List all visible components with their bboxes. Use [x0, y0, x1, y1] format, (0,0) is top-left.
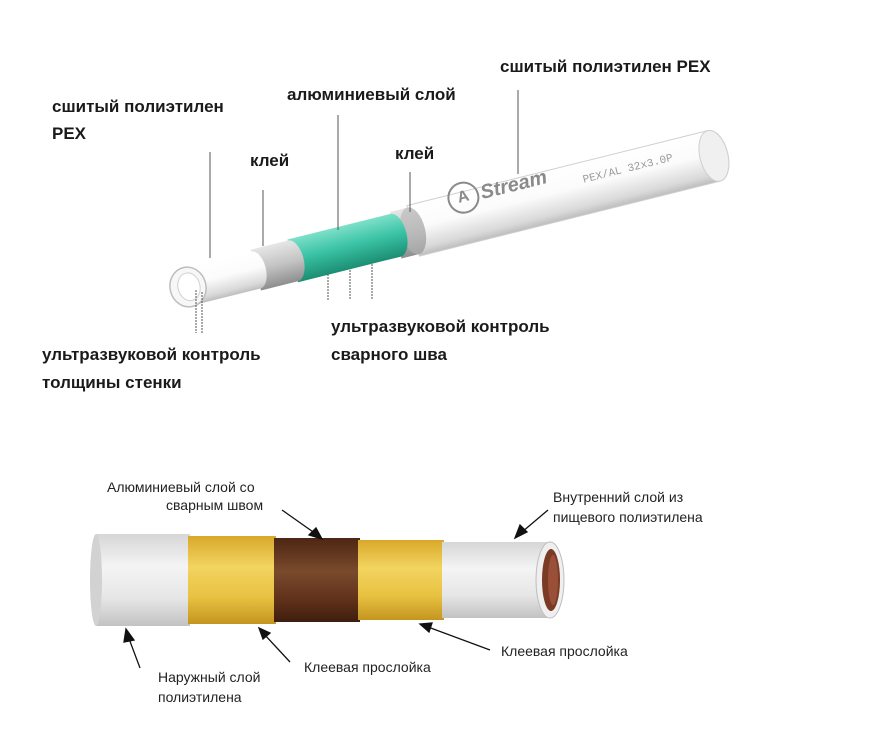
bottom-inner-pe — [442, 542, 550, 618]
bottom-arrows — [123, 509, 549, 669]
label-aluminum-layer: алюминиевый слой — [287, 85, 456, 104]
label-aluminum-weld-line2: сварным швом — [166, 497, 264, 513]
label-ultrasonic-wall-line1: ультразвуковой контроль — [42, 345, 261, 364]
bottom-aluminum-layer — [274, 538, 360, 622]
top-pipe-end-cap — [698, 129, 730, 182]
top-pipe — [169, 90, 730, 333]
label-glue-right: клей — [395, 144, 435, 163]
bottom-glue-right — [358, 540, 444, 620]
bottom-outer-pe-left — [96, 534, 190, 626]
label-glue-right-bottom: Клеевая прослойка — [501, 643, 628, 659]
label-glue-left: клей — [250, 151, 290, 170]
label-aluminum-weld-line1: Алюминиевый слой со — [107, 479, 255, 495]
label-inner-layer-line2: пищевого полиэтилена — [553, 509, 703, 525]
label-pex-inner-line1: сшитый полиэтилен — [52, 97, 224, 116]
label-ultrasonic-weld-line2: сварного шва — [331, 345, 447, 364]
label-glue-left-bottom: Клеевая прослойка — [304, 659, 431, 675]
label-inner-layer-line1: Внутренний слой из — [553, 489, 684, 505]
top-aluminum-layer — [287, 213, 408, 283]
bottom-pipe — [90, 509, 565, 669]
bottom-glue-left — [188, 536, 276, 624]
label-pex-inner-line2: PEX — [52, 124, 87, 143]
label-ultrasonic-wall-line2: толщины стенки — [42, 373, 182, 392]
top-leader-lines — [195, 90, 519, 333]
label-outer-layer-line2: полиэтилена — [158, 689, 242, 705]
label-ultrasonic-weld-line1: ультразвуковой контроль — [331, 317, 550, 336]
label-outer-layer-line1: Наружный слой — [158, 669, 261, 685]
label-pex-outer: сшитый полиэтилен PEX — [500, 57, 711, 76]
